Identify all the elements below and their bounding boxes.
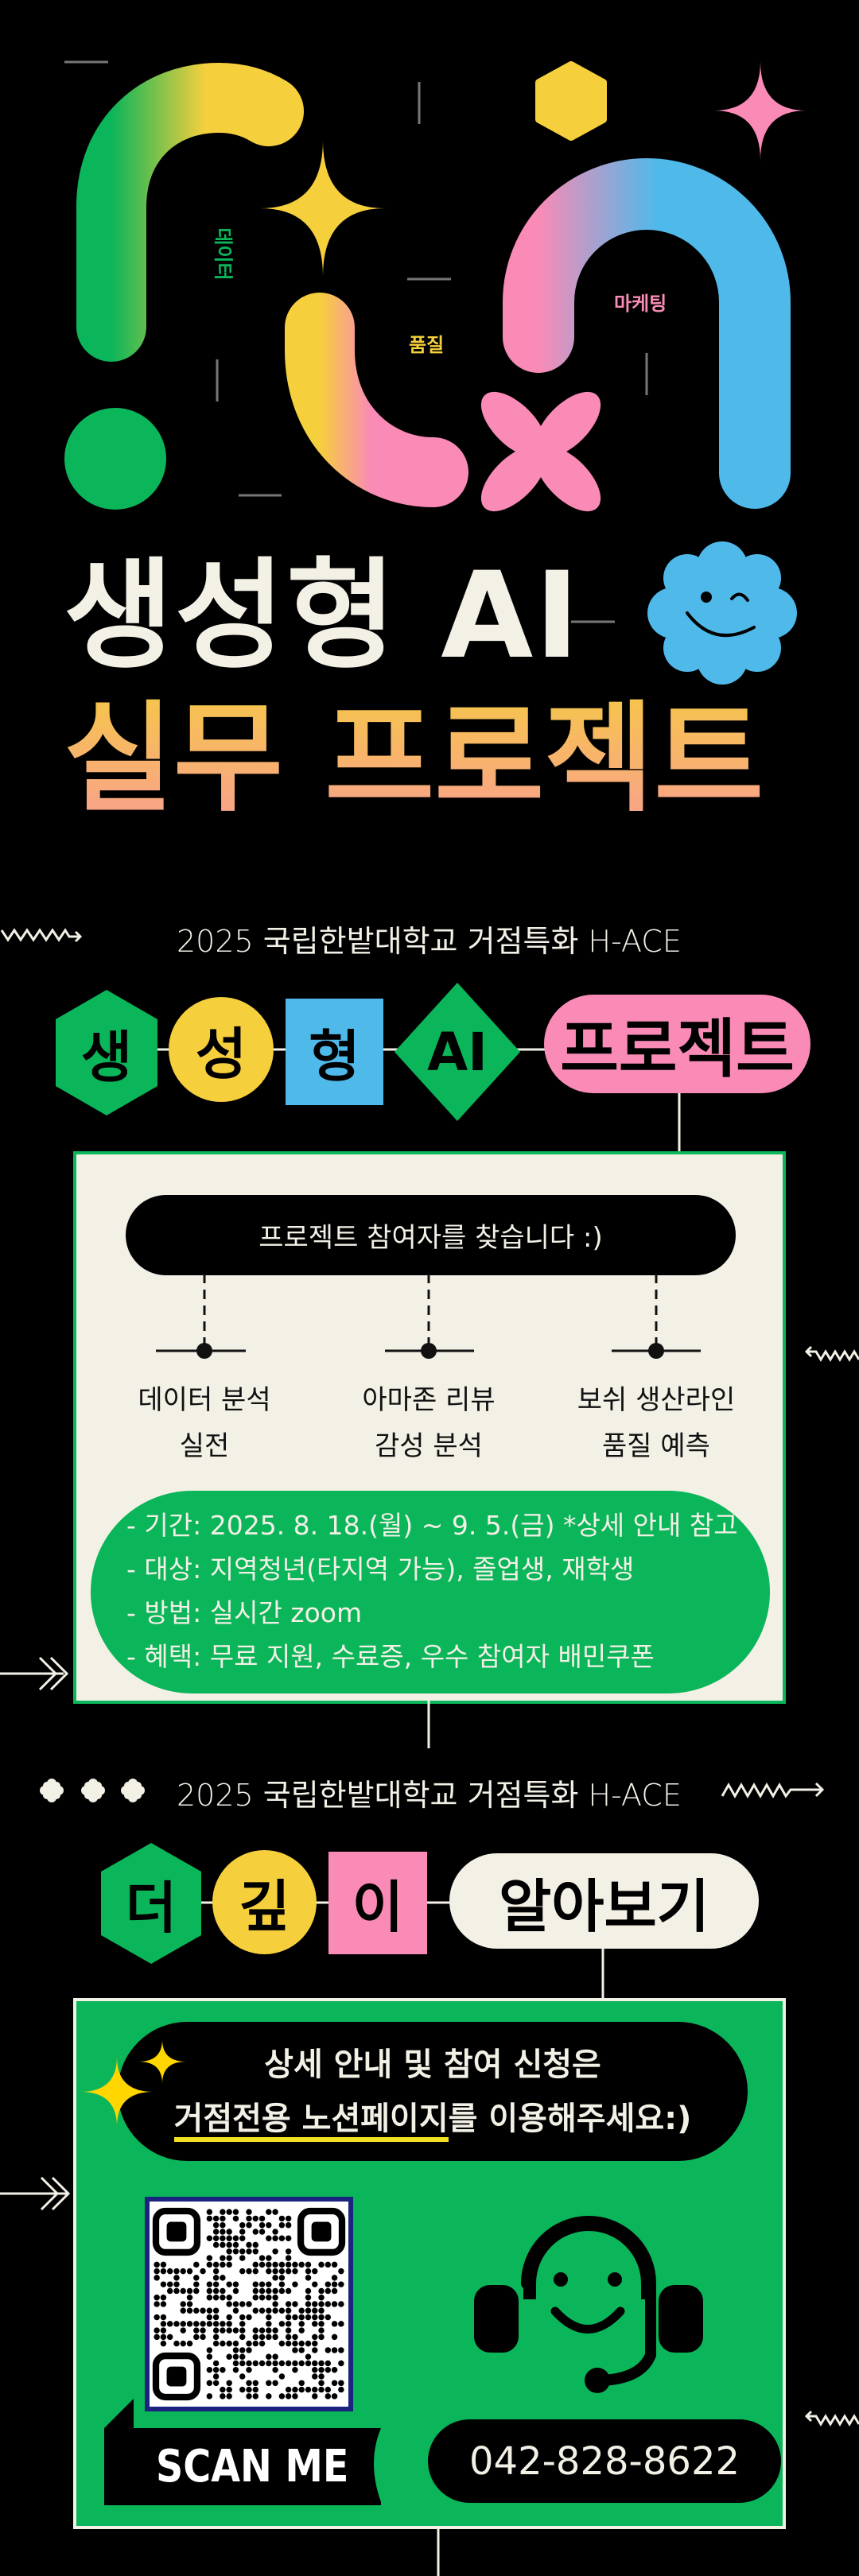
hero-title-line2: 실무 프로젝트 (64, 690, 764, 828)
decor-lines (64, 60, 648, 623)
details-list: - 기간: 2025. 8. 18.(월) ~ 9. 5.(금) *상세 안내 … (126, 1503, 738, 1678)
green-arc-shape (76, 62, 304, 362)
chip-saeng: 생 (80, 1024, 133, 1090)
chip-project: 프로젝트 (544, 995, 810, 1093)
apply-box: 상세 안내 및 참여 신청은 거점전용 노션페이지를 이용해주세요:) SCAN… (73, 1998, 786, 2529)
notion-page-link[interactable]: 거점전용 노션페이지 (173, 2101, 449, 2142)
tag-marketing: 마케팅 (614, 293, 667, 315)
pink-sparkle-icon (713, 61, 807, 161)
zigzag-arrow-icon (0, 928, 83, 943)
qr-code[interactable] (145, 2197, 353, 2411)
detail-benefit: - 혜택: 무료 지원, 수료증, 우수 참여자 배민쿠폰 (126, 1641, 655, 1672)
section2-decor (0, 1701, 859, 2576)
chip-ai: AI (427, 1021, 488, 1083)
headset-support-icon (474, 2216, 703, 2393)
detail-period: - 기간: 2025. 8. 18.(월) ~ 9. 5.(금) *상세 안내 … (126, 1510, 738, 1541)
chip-i: 이 (328, 1852, 427, 1954)
section1-subtitle: 2025 국립한밭대학교 거점특화 H-ACE (177, 924, 682, 959)
green-dot-shape (64, 408, 166, 510)
notice-line1: 상세 안내 및 참여 신청은 (264, 2046, 601, 2083)
recruit-box: 프로젝트 참여자를 찾습니다 :) 데이터 분석 실전 아마존 리뷰 감성 분석… (73, 1151, 786, 1704)
double-chevron-arrow-icon (0, 1656, 69, 1691)
tag-quality: 품질 (409, 334, 445, 356)
detail-target: - 대상: 지역청년(타지역 가능), 졸업생, 재학생 (126, 1554, 635, 1585)
scan-me-label: SCAN ME (156, 2441, 349, 2493)
chip-hexagon-shape (56, 990, 157, 1115)
notice-line2-rest: 를 이용해주세요:) (448, 2101, 692, 2137)
chip-gip: 깊 (212, 1850, 317, 1954)
hero-title-line1: 생성형 AI (64, 547, 581, 685)
project-title: 보쉬 생산라인 (577, 1384, 736, 1416)
smiley-flower-icon (647, 541, 797, 685)
chip-hexagon-shape (101, 1843, 201, 1964)
detail-method: - 방법: 실시간 zoom (126, 1597, 363, 1628)
pink-x-flower-shape (480, 391, 601, 512)
phone-number[interactable]: 042-828-8622 (428, 2419, 781, 2503)
zigzag-arrow-left-icon (804, 2410, 859, 2427)
sparkle-icons (80, 2041, 186, 2127)
notice-pill: 상세 안내 및 참여 신청은 거점전용 노션페이지를 이용해주세요:) (118, 2022, 748, 2161)
details-pill: - 기간: 2025. 8. 18.(월) ~ 9. 5.(금) *상세 안내 … (91, 1491, 770, 1693)
hero-graphics (64, 60, 807, 685)
project-item-data-analysis: 데이터 분석 실전 (101, 1377, 308, 1469)
yellow-hexagon-shape (535, 61, 607, 141)
double-chevron-arrow-icon (0, 2176, 71, 2211)
sparkle-large-icon (80, 2057, 154, 2127)
zigzag-arrow-left-icon (804, 1345, 859, 1362)
zigzag-arrow-icon (721, 1782, 825, 1799)
chip-deo: 더 (125, 1875, 177, 1941)
j-curve-shape (285, 293, 468, 507)
notice-line2: 거점전용 노션페이지를 이용해주세요:) (118, 2092, 748, 2146)
connector-lines (156, 1274, 701, 1359)
scan-me-banner-shape (104, 2399, 381, 2505)
project-item-bosch-quality: 보쉬 생산라인 품질 예측 (553, 1377, 760, 1469)
project-subtitle: 감성 분석 (375, 1430, 483, 1462)
chip-seong: 성 (169, 997, 274, 1102)
chip-hyeong: 형 (286, 999, 383, 1105)
project-item-amazon-review: 아마존 리뷰 감성 분석 (325, 1377, 532, 1469)
project-subtitle: 품질 예측 (602, 1430, 710, 1462)
project-title: 데이터 분석 (138, 1384, 271, 1416)
sparkle-small-icon (138, 2041, 186, 2084)
project-title: 아마존 리뷰 (362, 1384, 496, 1416)
section2-subtitle: 2025 국립한밭대학교 거점특화 H-ACE (177, 1778, 682, 1813)
tag-data: 데이터 (212, 227, 235, 281)
arch-shape (503, 158, 791, 509)
recruit-banner: 프로젝트 참여자를 찾습니다 :) (126, 1195, 736, 1275)
yellow-sparkle-icon (260, 140, 385, 277)
project-subtitle: 실전 (179, 1430, 230, 1462)
chip-learn-more: 알아보기 (449, 1853, 759, 1949)
asterisk-flower-icons (40, 1779, 145, 1802)
chip-diamond-shape (395, 983, 520, 1121)
